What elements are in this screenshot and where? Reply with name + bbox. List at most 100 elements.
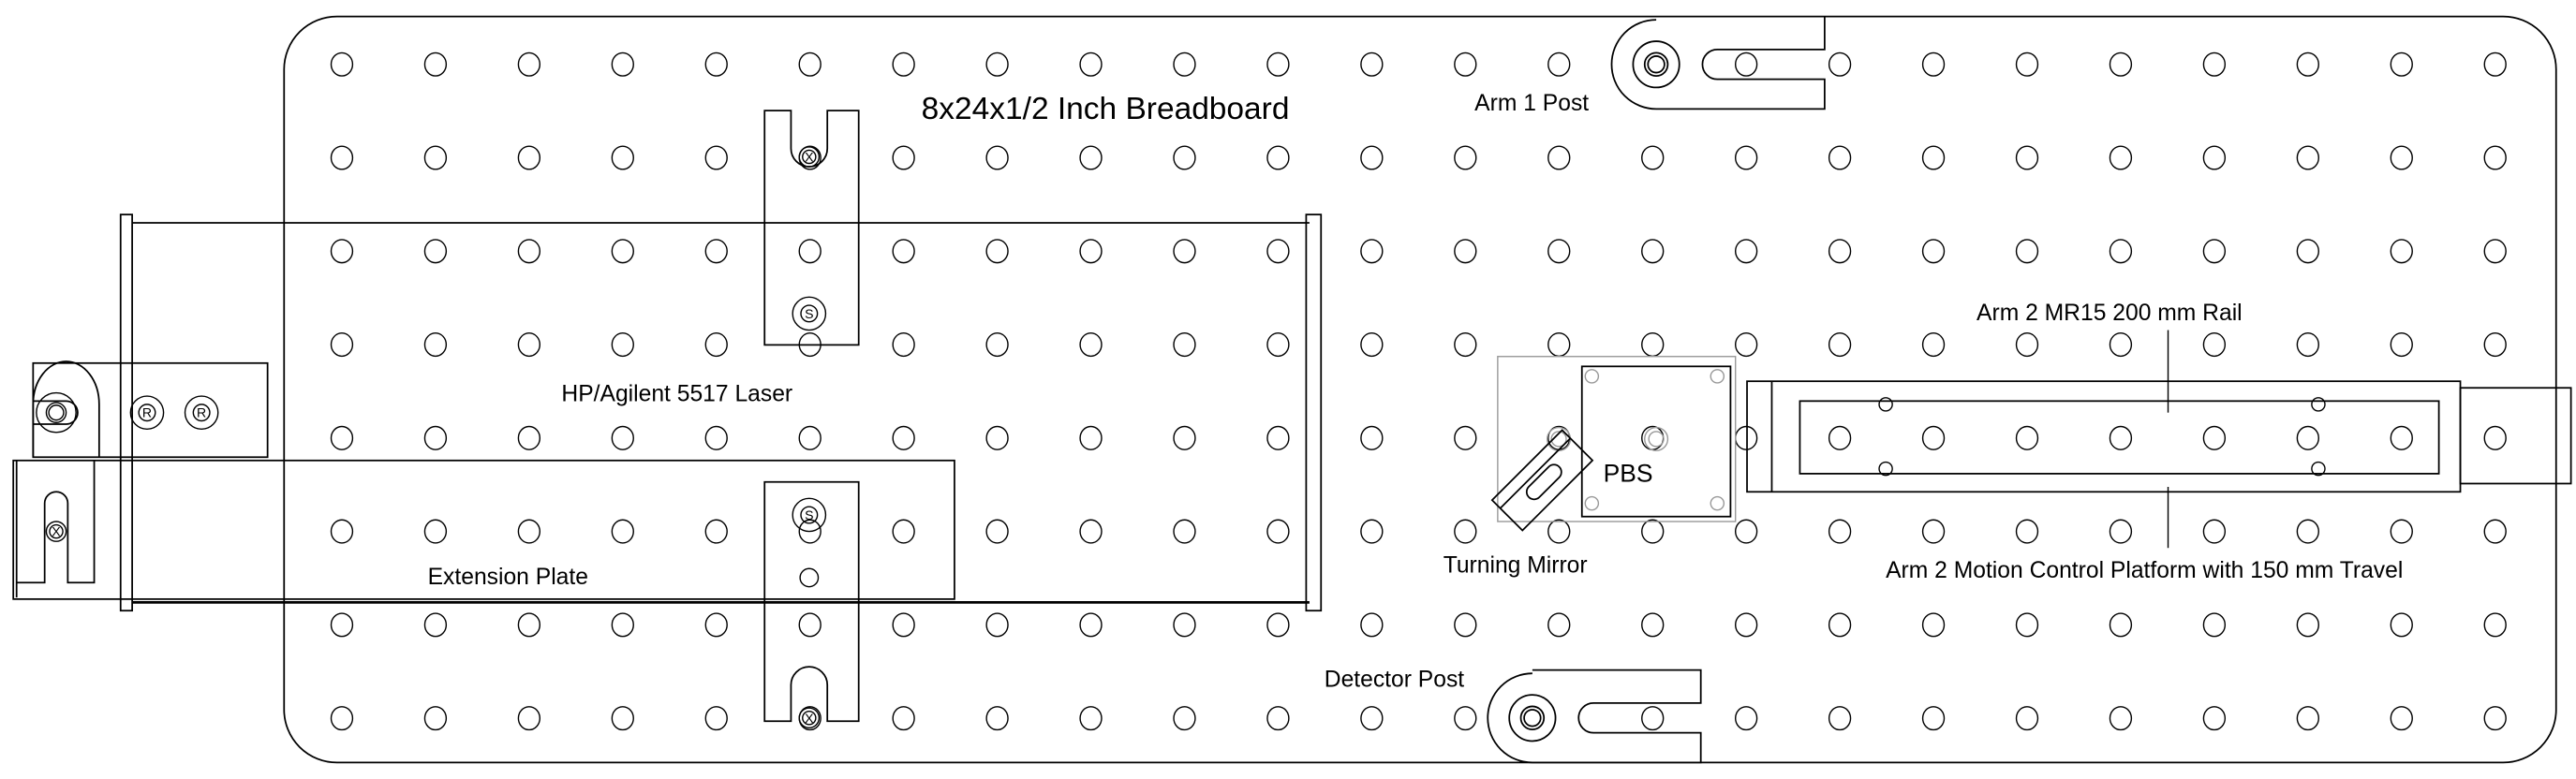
- breadboard-hole: [1921, 239, 1946, 264]
- breadboard-hole: [1079, 612, 1103, 638]
- breadboard-hole: [2015, 706, 2039, 731]
- breadboard-hole: [1266, 51, 1290, 77]
- breadboard-hole: [1921, 519, 1946, 544]
- breadboard-hole: [517, 706, 541, 731]
- breadboard-hole: [2296, 332, 2319, 358]
- breadboard-hole: [1173, 51, 1196, 77]
- laser-rear-mount: R R: [32, 360, 269, 459]
- extension-plate: X: [12, 459, 955, 600]
- breadboard-hole: [2015, 332, 2039, 358]
- breadboard-hole: [1734, 145, 1758, 170]
- breadboard-hole: [1454, 706, 1477, 731]
- breadboard-hole: [1454, 239, 1477, 264]
- breadboard-hole: [1266, 519, 1290, 544]
- breadboard-hole: [1454, 51, 1477, 77]
- breadboard-hole: [1360, 332, 1384, 358]
- breadboard-hole: [1360, 706, 1384, 731]
- breadboard-hole: [1828, 51, 1852, 77]
- platform-label: Arm 2 Motion Control Platform with 150 m…: [1886, 558, 2403, 583]
- breadboard-hole: [1641, 612, 1665, 638]
- breadboard-hole: [892, 425, 915, 450]
- breadboard-hole: [1734, 519, 1758, 544]
- breadboard-hole: [517, 239, 541, 264]
- breadboard-hole: [1547, 332, 1571, 358]
- breadboard-hole: [2296, 51, 2319, 77]
- breadboard-hole: [423, 519, 448, 544]
- breadboard-hole: [517, 612, 541, 638]
- breadboard-hole: [2015, 51, 2039, 77]
- breadboard-hole: [2109, 612, 2133, 638]
- breadboard-hole: [985, 425, 1009, 450]
- breadboard-hole: [2483, 145, 2507, 170]
- breadboard-hole: [2296, 239, 2319, 264]
- breadboard-hole: [517, 332, 541, 358]
- breadboard-hole: [2015, 519, 2039, 544]
- breadboard-hole: [1079, 51, 1103, 77]
- breadboard-hole: [2109, 519, 2133, 544]
- breadboard-hole: [2296, 706, 2319, 731]
- breadboard-hole: [2109, 239, 2133, 264]
- breadboard-hole: [704, 706, 728, 731]
- breadboard-hole: [330, 239, 354, 264]
- breadboard-hole: [2483, 612, 2507, 638]
- breadboard-hole: [1360, 51, 1384, 77]
- breadboard-hole: [1173, 519, 1196, 544]
- breadboard-hole: [1641, 519, 1665, 544]
- breadboard-hole: [985, 239, 1009, 264]
- breadboard-hole: [1266, 239, 1290, 264]
- arm1-post: [1610, 16, 1826, 110]
- breadboard-hole: [1173, 145, 1196, 170]
- breadboard-hole: [611, 706, 634, 731]
- breadboard-hole: [517, 519, 541, 544]
- breadboard-hole: [704, 51, 728, 77]
- screw-r-label: R: [197, 405, 206, 420]
- breadboard-hole: [1079, 239, 1103, 264]
- breadboard-hole: [1454, 425, 1477, 450]
- breadboard-hole: [330, 145, 354, 170]
- breadboard-hole: [2202, 51, 2227, 77]
- breadboard-hole: [1921, 425, 1946, 450]
- breadboard-hole: [985, 706, 1009, 731]
- breadboard-hole: [2015, 145, 2039, 170]
- breadboard-hole: [2109, 425, 2133, 450]
- pbs-label: PBS: [1604, 460, 1653, 488]
- breadboard-hole: [1079, 332, 1103, 358]
- breadboard-hole: [517, 425, 541, 450]
- breadboard-hole: [892, 519, 915, 544]
- breadboard-hole: [1360, 519, 1384, 544]
- breadboard-hole: [611, 145, 634, 170]
- breadboard-hole: [2483, 706, 2507, 731]
- breadboard-hole: [423, 145, 448, 170]
- screw-s-label: S: [805, 507, 813, 522]
- breadboard-hole: [423, 332, 448, 358]
- breadboard-hole: [2109, 332, 2133, 358]
- breadboard-hole: [2202, 332, 2227, 358]
- breadboard-hole: [2390, 332, 2413, 358]
- breadboard-hole: [2202, 612, 2227, 638]
- breadboard-hole: [1921, 51, 1946, 77]
- breadboard-hole: [798, 239, 822, 264]
- breadboard-hole: [1734, 51, 1758, 77]
- breadboard-hole: [1173, 706, 1196, 731]
- screw-x-label: X: [52, 524, 61, 539]
- breadboard-hole: [1360, 425, 1384, 450]
- breadboard-hole: [798, 51, 822, 77]
- extension-plate-label: Extension Plate: [428, 565, 588, 590]
- breadboard-hole: [1079, 145, 1103, 170]
- breadboard-hole: [1921, 145, 1946, 170]
- breadboard-hole: [1921, 706, 1946, 731]
- breadboard-hole: [2390, 612, 2413, 638]
- breadboard-hole: [611, 239, 634, 264]
- breadboard-hole: [1547, 519, 1571, 544]
- breadboard-hole: [1641, 145, 1665, 170]
- breadboard-hole: [1547, 239, 1571, 264]
- breadboard-hole: [2483, 239, 2507, 264]
- breadboard-hole: [1828, 332, 1852, 358]
- breadboard-hole: [1828, 425, 1852, 450]
- detector-post-label: Detector Post: [1325, 667, 1465, 692]
- breadboard-hole: [423, 239, 448, 264]
- breadboard-hole: [330, 332, 354, 358]
- breadboard-hole: [1173, 239, 1196, 264]
